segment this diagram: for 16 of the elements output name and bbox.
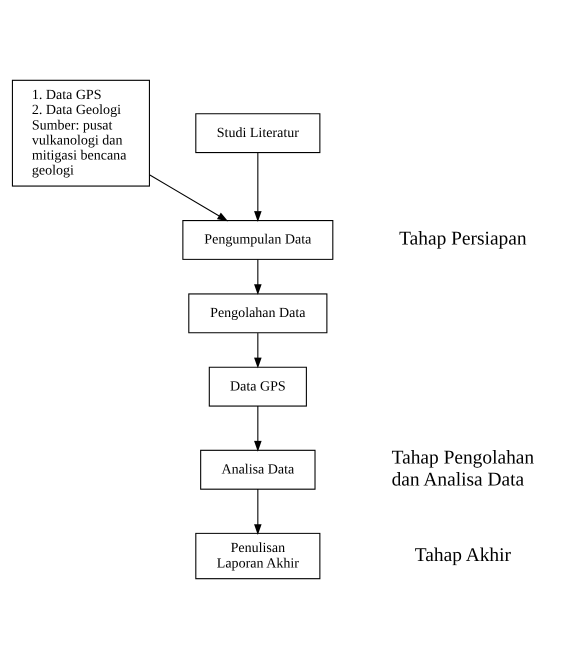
node-box: 1. Data GPS 2. Data Geologi Sumber: pusat vulkanologi dan mitigasi bencana geologi — [12, 79, 150, 186]
arrow — [150, 174, 228, 221]
arrow — [254, 152, 262, 222]
node-box: Analisa Data — [200, 449, 316, 490]
label: Tahap Pengolahan dan Analisa Data — [392, 447, 534, 490]
node-box: Data GPS — [208, 366, 307, 406]
arrow — [254, 406, 262, 452]
label: Tahap Akhir — [414, 544, 511, 566]
label: Tahap Persiapan — [399, 228, 527, 250]
node-box: Studi Literatur — [195, 112, 320, 153]
node-box: Pengumpulan Data — [182, 220, 334, 260]
node-box: Penulisan Laporan Akhir — [195, 532, 320, 579]
arrow — [254, 488, 262, 534]
node-box: Pengolahan Data — [188, 292, 328, 333]
arrow — [254, 259, 262, 295]
arrow — [254, 332, 262, 368]
